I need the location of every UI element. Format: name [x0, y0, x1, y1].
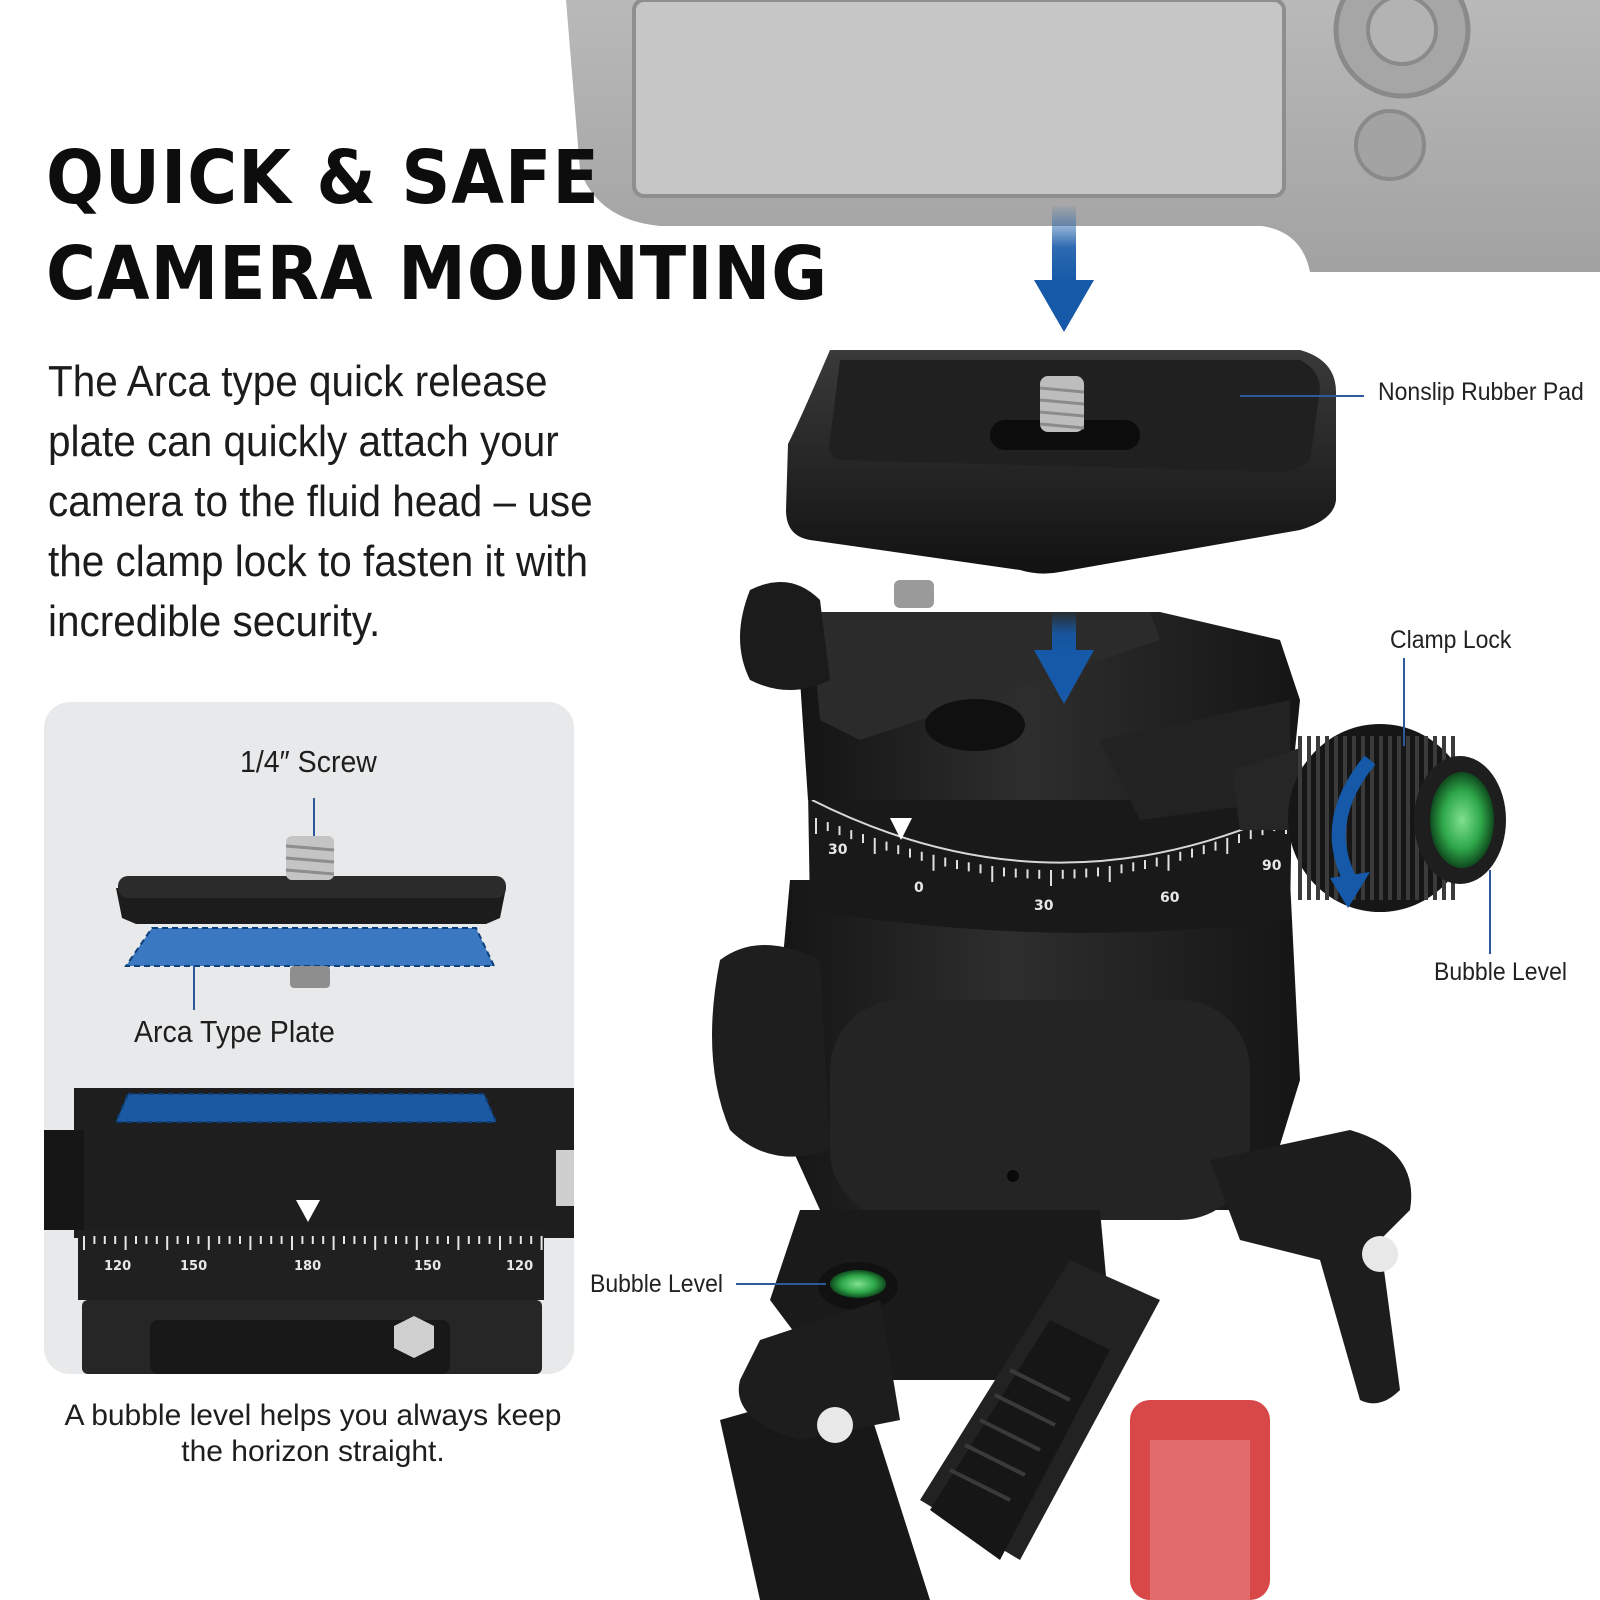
screw-label: 1/4″ Screw [240, 744, 377, 779]
tilt-lock-lever [1210, 1130, 1412, 1404]
quick-release-plate [786, 350, 1336, 574]
pan-index-marker [890, 818, 912, 840]
rotate-arrow-icon [1331, 755, 1376, 884]
pan-tick-label: 90 [1262, 858, 1282, 874]
bubble-level-left [830, 1270, 886, 1298]
camera-button [1354, 109, 1426, 181]
clamp-side-knob [740, 582, 830, 690]
rubber-pad-label: Nonslip Rubber Pad [1378, 378, 1584, 406]
page-title: QUICK & SAFE CAMERA MOUNTING [46, 130, 828, 322]
clamp-lock-knob [1232, 724, 1506, 912]
pan-tick-label: 30 [828, 842, 848, 858]
down-arrow-icon [1034, 206, 1094, 332]
inset-index-marker [296, 1200, 320, 1222]
camera-screen [632, 0, 1286, 198]
pan-tick-label: 30 [1034, 898, 1054, 914]
inset-tick-label: 150 [180, 1259, 207, 1274]
arca-clamp [740, 580, 1300, 820]
clamp-lock-label: Clamp Lock [1390, 626, 1512, 654]
pan-tick-label: 0 [914, 880, 924, 896]
down-arrow-icon [1034, 612, 1094, 704]
pan-scale-labels: 30 0 30 60 90 [828, 842, 1282, 914]
arca-plate-label: Arca Type Plate [134, 1014, 335, 1049]
inset-tick-label: 120 [104, 1259, 131, 1274]
screw-slot [990, 420, 1140, 450]
bubble-level-left-label: Bubble Level [590, 1270, 723, 1298]
fluid-head [712, 880, 1412, 1600]
description-text: The Arca type quick release plate can qu… [48, 357, 593, 646]
title-line-1: QUICK & SAFE [46, 135, 600, 221]
pan-tick-label: 60 [1160, 890, 1180, 906]
inset-scale-labels: 120 150 180 150 120 [104, 1259, 533, 1274]
bubble-level-right [1430, 772, 1494, 868]
camera-body [566, 0, 1600, 272]
callout-lines [736, 395, 1491, 1285]
pan-scale-ring [808, 790, 1292, 933]
inset-tick-label: 150 [414, 1259, 441, 1274]
inset-scale-ring [78, 1230, 544, 1300]
inset-tick-label: 180 [294, 1259, 321, 1274]
bubble-level-right-label: Bubble Level [1434, 958, 1567, 986]
lower-lock-knob [738, 1300, 900, 1440]
title-line-2: CAMERA MOUNTING [46, 231, 829, 317]
inset-panel [44, 702, 574, 1374]
bubble-level-caption: A bubble level helps you always keep the… [64, 1399, 562, 1468]
inset-arca-profile [126, 928, 494, 966]
tripod-leg [720, 1380, 930, 1600]
tension-knob [712, 945, 830, 1157]
inset-tick-label: 120 [506, 1259, 533, 1274]
